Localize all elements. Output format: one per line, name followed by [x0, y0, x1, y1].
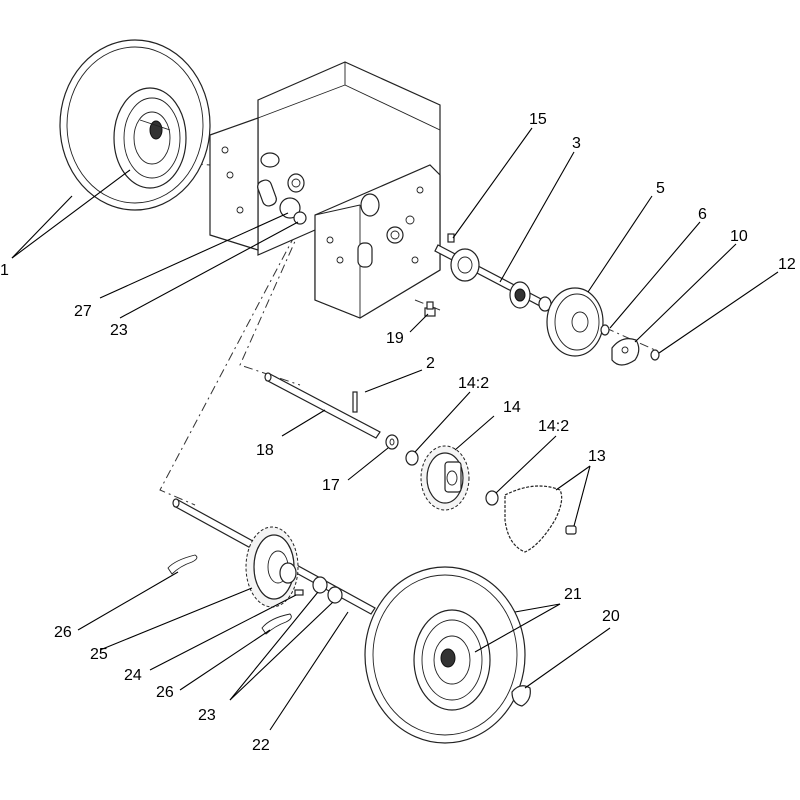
- callout-25: 25: [90, 646, 108, 663]
- callout-12: 12: [778, 256, 796, 273]
- callout-19: 19: [386, 330, 404, 347]
- callout-26-upper: 26: [54, 624, 72, 641]
- gear-25: [245, 526, 299, 608]
- callout-14-2-left: 14:2: [458, 375, 489, 392]
- callout-18: 18: [256, 442, 274, 459]
- bushing-14-2-left: [405, 450, 419, 466]
- callout-1: 1: [0, 262, 9, 279]
- nut-12: [650, 349, 660, 361]
- bolt-19: [424, 301, 436, 317]
- wheel-top-left: [59, 39, 211, 211]
- callout-15: 15: [529, 111, 547, 128]
- sprocket-14: [420, 445, 470, 511]
- pulley-5: [546, 287, 604, 357]
- frame-housing: [209, 61, 441, 319]
- leader-lines: [11, 127, 779, 731]
- spacer-17: [385, 434, 399, 450]
- callout-23-bottom: 23: [198, 707, 216, 724]
- plate-10: [611, 338, 640, 366]
- pin-2: [352, 391, 358, 413]
- callout-21: 21: [564, 586, 582, 603]
- callout-24: 24: [124, 667, 142, 684]
- callout-14-2-right: 14:2: [538, 418, 569, 435]
- washer-6: [600, 324, 610, 336]
- callout-6: 6: [698, 206, 707, 223]
- callout-26-lower: 26: [156, 684, 174, 701]
- callout-22: 22: [252, 737, 270, 754]
- callout-13: 13: [588, 448, 606, 465]
- hairpin-26-lower: [261, 613, 292, 635]
- key-24: [294, 589, 304, 596]
- clevis-pin-20: [511, 685, 531, 707]
- callout-5: 5: [656, 180, 665, 197]
- wheel-bottom-right: [364, 566, 526, 744]
- callout-labels: 1 27 23 15 3 5 6 10 12 19 2 18 17 14:2 1…: [0, 111, 796, 754]
- callout-27: 27: [74, 303, 92, 320]
- shaft-18: [264, 372, 381, 439]
- callout-17: 17: [322, 477, 340, 494]
- callout-10: 10: [730, 228, 748, 245]
- callout-20: 20: [602, 608, 620, 625]
- bushing-14-2-right: [485, 490, 499, 506]
- callout-23-top: 23: [110, 322, 128, 339]
- chain-13: [504, 485, 577, 553]
- drive-shaft-assembly: [434, 233, 552, 312]
- callout-2: 2: [426, 355, 435, 372]
- hairpin-26-upper: [167, 554, 198, 575]
- callout-14: 14: [503, 399, 521, 416]
- callout-3: 3: [572, 135, 581, 152]
